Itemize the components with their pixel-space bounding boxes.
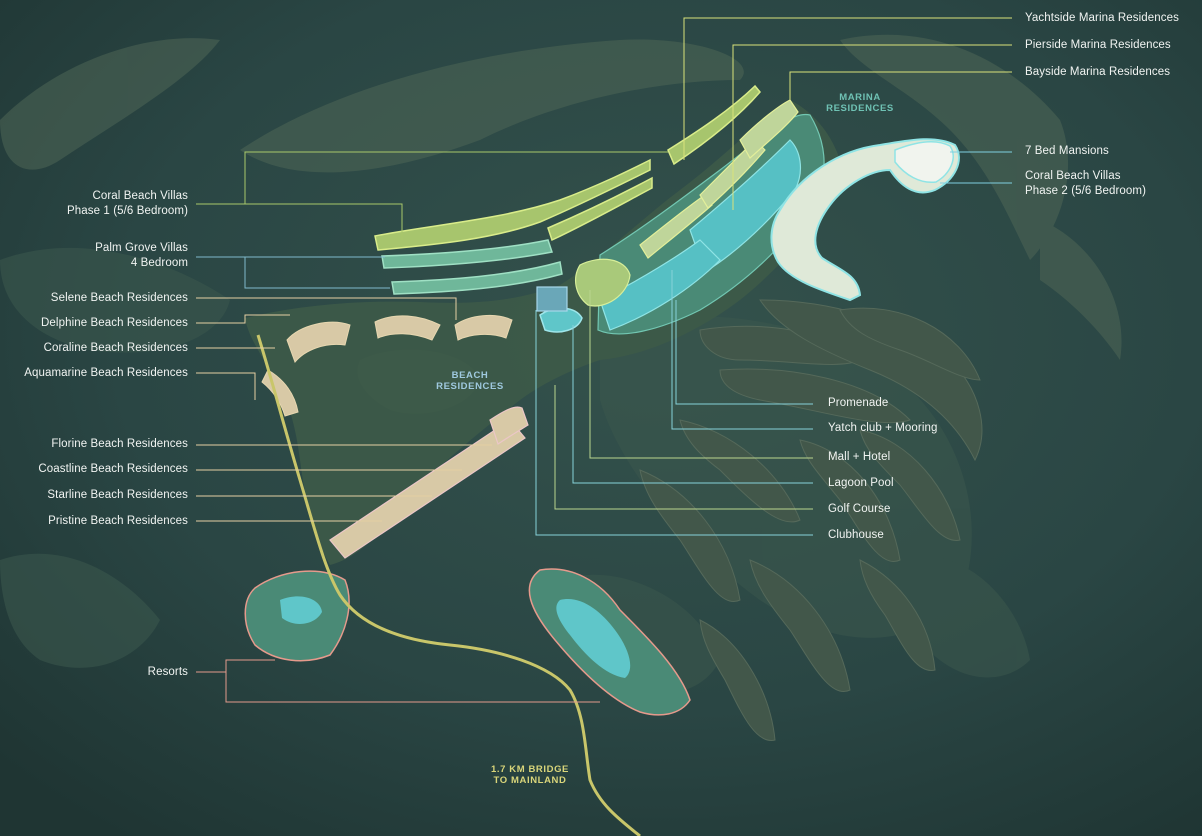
label-resorts: Resorts (147, 666, 188, 678)
label-delphine: Delphine Beach Residences (41, 317, 188, 329)
palm-grove-villas (381, 239, 563, 295)
label-lagoon-pool: Lagoon Pool (828, 477, 894, 489)
coral-beach-villas-phase1 (374, 84, 761, 251)
label-pristine: Pristine Beach Residences (48, 515, 188, 527)
label-mall: Mall + Hotel (828, 451, 891, 463)
mainland-bridge (256, 334, 641, 836)
label-promenade: Promenade (828, 397, 889, 409)
label-clubhouse: Clubhouse (828, 529, 884, 541)
label-golf: Golf Course (828, 503, 891, 515)
shallow-flats (0, 247, 1030, 694)
beach-residences-north (261, 314, 513, 417)
resort-islands (244, 568, 691, 716)
mansions-hook (770, 138, 960, 302)
beach-zone-label: BEACH RESIDENCES (436, 370, 504, 392)
label-coral-phase1: Coral Beach Villas Phase 1 (5/6 Bedroom) (67, 190, 188, 217)
label-florine: Florine Beach Residences (51, 438, 188, 450)
label-starline: Starline Beach Residences (47, 489, 188, 501)
label-yachtside: Yachtside Marina Residences (1025, 12, 1179, 24)
marina-district (574, 99, 825, 335)
marina-zone-label: MARINA RESIDENCES (826, 92, 894, 114)
label-yacht-club: Yatch club + Mooring (828, 422, 938, 434)
label-bayside: Bayside Marina Residences (1025, 66, 1171, 78)
label-coastline: Coastline Beach Residences (38, 463, 188, 475)
label-mansions: 7 Bed Mansions (1025, 145, 1109, 157)
natural-sandbars (0, 34, 1122, 414)
label-pierside: Pierside Marina Residences (1025, 39, 1171, 51)
beach-residences-south (329, 406, 529, 559)
label-palm-grove: Palm Grove Villas 4 Bedroom (95, 242, 188, 269)
lagoon-pool (536, 286, 583, 333)
bridge-label: 1.7 KM BRIDGE TO MAINLAND (490, 764, 569, 786)
villa-fingers (639, 299, 983, 741)
label-aquamarine: Aquamarine Beach Residences (24, 367, 188, 379)
label-coraline: Coraline Beach Residences (43, 342, 188, 354)
label-coral-phase2: Coral Beach Villas Phase 2 (5/6 Bedroom) (1025, 170, 1146, 197)
label-selene: Selene Beach Residences (50, 292, 188, 304)
leader-lines (196, 17, 1012, 703)
